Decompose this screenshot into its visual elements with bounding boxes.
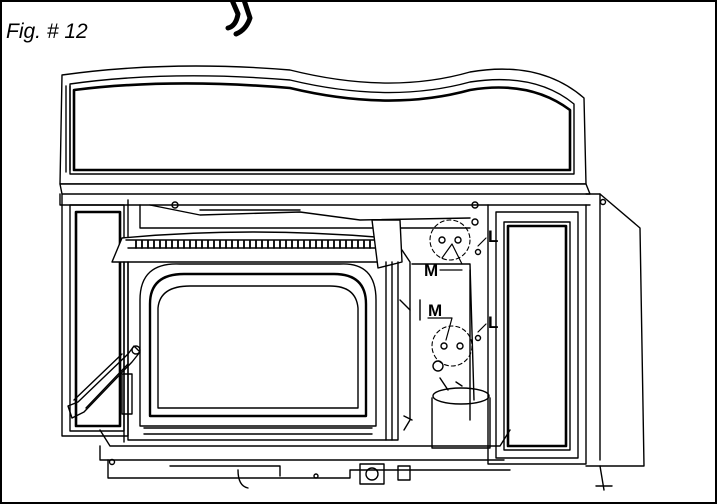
stove-base xyxy=(99,429,511,489)
door-handle xyxy=(67,345,141,419)
callout-m-lower: M xyxy=(428,301,442,320)
firebox-back-structure xyxy=(139,201,479,229)
watermark-stroke xyxy=(225,0,253,37)
screw-lower xyxy=(474,334,482,342)
callout-leaders xyxy=(427,237,487,341)
screw-upper xyxy=(474,248,482,256)
detail-circle-lower xyxy=(431,325,473,367)
callout-l-upper: L xyxy=(488,227,498,246)
blower-housing xyxy=(399,249,491,449)
stove-faceplate xyxy=(111,219,403,443)
callout-l-lower: L xyxy=(488,313,498,332)
firebox-door xyxy=(139,263,377,435)
top-surround-panel xyxy=(59,65,591,206)
figure-label: Fig. # 12 xyxy=(6,20,88,43)
side-shroud xyxy=(585,193,645,491)
detail-circle-upper xyxy=(429,219,471,261)
right-side-panel xyxy=(487,204,587,465)
callout-m-upper: M xyxy=(424,261,438,280)
